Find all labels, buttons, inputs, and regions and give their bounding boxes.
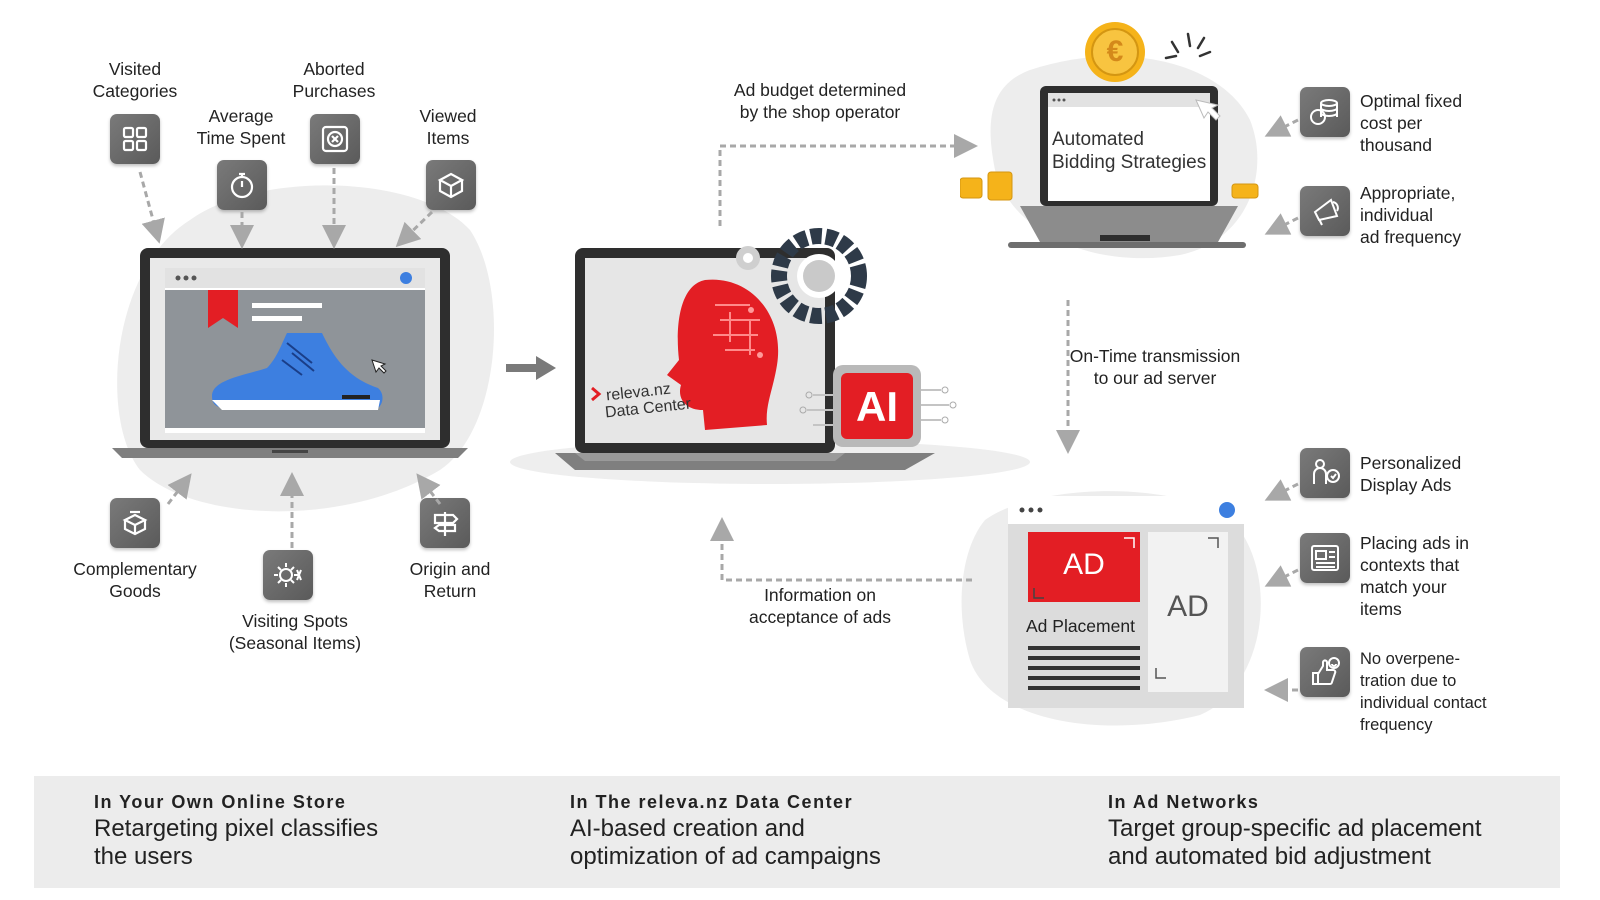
adnetworks-summary-body: Target group-specific ad placement and a… <box>1108 815 1482 870</box>
store-summary-title: In Your Own Online Store <box>94 792 347 812</box>
box-icon <box>426 160 476 210</box>
store-laptop <box>112 248 468 458</box>
complementary-goods-icon <box>110 498 160 548</box>
optimal-cost-label: Optimal fixed cost per thousand <box>1360 91 1463 155</box>
ad-white-label: AD <box>1167 590 1209 623</box>
visited-categories-label: Visited Categories <box>92 59 178 101</box>
bidding-laptop <box>960 86 1259 248</box>
thumbs-up-icon <box>1300 647 1350 697</box>
adnetworks-summary-title: In Ad Networks <box>1108 792 1260 812</box>
ad-frequency-label: Appropriate, individual ad frequency <box>1360 183 1462 247</box>
ad-context-icon <box>1300 533 1350 583</box>
stopwatch-icon <box>217 160 267 210</box>
aborted-purchases-label: Aborted Purchases <box>292 59 376 101</box>
transmission-label: On-Time transmission to our ad server <box>1069 346 1241 388</box>
average-time-label: Average Time Spent <box>196 106 286 148</box>
placing-ads-label: Placing ads in contexts that match your … <box>1360 533 1469 619</box>
coins-stack-icon <box>1300 87 1350 137</box>
origin-return-label: Origin and Return <box>409 559 491 601</box>
information-label: Information on acceptance of ads <box>748 585 892 627</box>
categories-icon <box>110 114 160 164</box>
summary-bar: In Your Own Online Store Retargeting pix… <box>34 776 1560 888</box>
megaphone-icon <box>1300 186 1350 236</box>
coin-icon <box>1085 22 1145 82</box>
store-summary-body: Retargeting pixel classifies the users <box>94 815 379 870</box>
signpost-icon <box>420 498 470 548</box>
datacenter-laptop <box>555 228 957 470</box>
datacenter-summary-title: In The releva.nz Data Center <box>570 792 854 812</box>
seasonal-icon <box>263 550 313 600</box>
viewed-items-label: Viewed Items <box>419 106 477 148</box>
complementary-goods-label: Complementary Goods <box>73 559 197 601</box>
ad-placement-label: Ad Placement <box>1026 616 1135 636</box>
visiting-spots-label: Visiting Spots (Seasonal Items) <box>228 611 362 653</box>
ai-badge: AI <box>856 383 898 430</box>
personalized-ads-label: Personalized Display Ads <box>1360 453 1462 495</box>
automated-bidding-label: Automated Bidding Strategies <box>1052 129 1207 173</box>
click-rays-icon <box>1164 32 1212 60</box>
datacenter-summary-body: AI-based creation and optimization of ad… <box>570 815 881 870</box>
ad-red-label: AD <box>1063 548 1105 581</box>
personalized-ad-icon <box>1300 448 1350 498</box>
ad-mockup <box>1008 496 1244 708</box>
ad-budget-label: Ad budget determined by the shop operato… <box>733 80 907 122</box>
cancel-icon <box>310 114 360 164</box>
no-overpenetration-label: No overpene- tration due to individual c… <box>1360 650 1487 734</box>
coin-symbol: € <box>1106 35 1124 68</box>
